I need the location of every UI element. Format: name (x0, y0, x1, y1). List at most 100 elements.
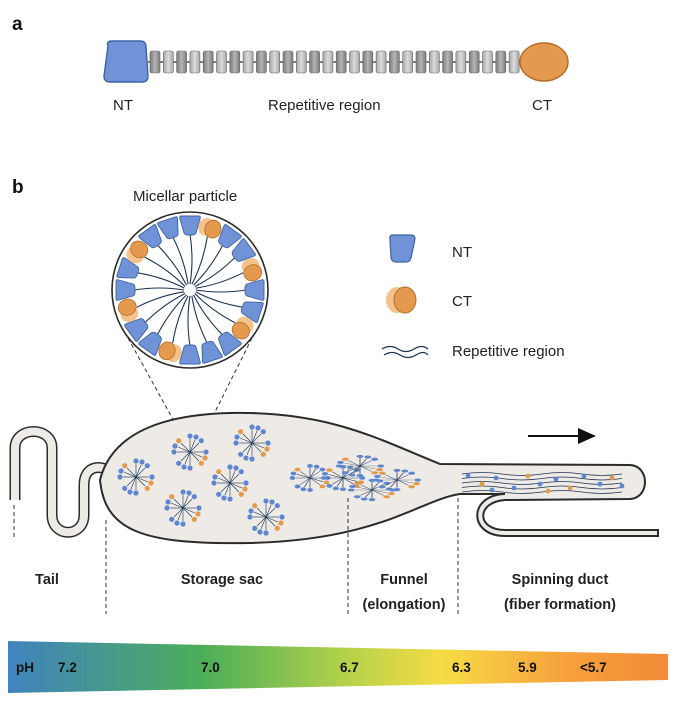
repetitive-segment (455, 50, 467, 74)
legend-ct-label: CT (452, 293, 472, 310)
chain (189, 233, 193, 285)
repetitive-segment (216, 50, 227, 74)
protein-domain-schematic (103, 40, 569, 83)
nt-head (240, 301, 264, 323)
ph-value: 7.0 (201, 660, 220, 675)
ph-label: pH (16, 660, 34, 675)
nt-label: NT (113, 97, 133, 114)
repetitive-segment (362, 50, 374, 74)
fiber-strands (461, 472, 625, 494)
region-tail-label: Tail (35, 572, 59, 588)
chain (193, 294, 224, 336)
legend-nt-icon (389, 234, 416, 263)
nt-head (201, 340, 223, 364)
repetitive-segment (402, 50, 414, 74)
chain (195, 272, 244, 289)
ph-value: 6.7 (340, 660, 359, 675)
region-funnel-sublabel: (elongation) (363, 597, 446, 613)
nt-head (116, 257, 140, 279)
ct-head (117, 298, 139, 322)
repetitive-segment (149, 50, 161, 74)
chain (172, 295, 189, 344)
chain (156, 294, 187, 336)
repetitive-segment (375, 50, 387, 74)
ph-value: 7.2 (58, 660, 77, 675)
repetitive-region-label: Repetitive region (268, 97, 381, 114)
chain (172, 236, 189, 285)
legend-repetitive-icon (381, 345, 429, 359)
chain (193, 244, 224, 286)
repetitive-segment (309, 50, 320, 74)
chain (133, 287, 185, 291)
repetitive-segment (189, 50, 201, 74)
ct-head (198, 218, 222, 239)
chain (195, 291, 244, 308)
gland-body (98, 411, 659, 545)
nt-head (231, 238, 256, 262)
legend-ct-icon (386, 286, 417, 314)
panel-a-letter: a (12, 14, 23, 35)
region-duct-label: Spinning duct (512, 572, 609, 588)
repetitive-segment (389, 50, 400, 74)
chain (194, 256, 236, 287)
ct-domain-shape (519, 42, 569, 82)
region-duct-sublabel: (fiber formation) (504, 597, 616, 613)
nt-head (218, 331, 242, 356)
repetitive-segment (482, 50, 493, 74)
repetitive-segment (415, 50, 427, 74)
nt-head (179, 215, 201, 236)
repetitive-segment (508, 50, 520, 74)
chain (195, 289, 247, 293)
legend-nt-label: NT (452, 244, 472, 261)
region-funnel-label: Funnel (380, 572, 428, 588)
panel-b-letter: b (12, 177, 24, 198)
repetitive-segment (242, 50, 254, 74)
repetitive-segment (349, 50, 360, 74)
repetitive-segment (495, 50, 507, 74)
silk-gland (9, 411, 659, 545)
nt-head (244, 279, 265, 301)
chain (187, 295, 191, 347)
flow-direction-arrow (528, 428, 596, 444)
nt-head (124, 318, 149, 342)
region-storage-label: Storage sac (181, 572, 263, 588)
ph-value: <5.7 (580, 660, 607, 675)
legend-repetitive-label: Repetitive region (452, 343, 565, 360)
ct-label: CT (532, 97, 552, 114)
repetitive-segment (428, 50, 440, 74)
chain (136, 272, 185, 289)
ph-value: 6.3 (452, 660, 471, 675)
chain (144, 256, 186, 287)
repetitive-segment (202, 50, 214, 74)
nt-head (157, 216, 179, 240)
ct-head (241, 258, 263, 282)
chain (191, 236, 208, 285)
chain (144, 293, 186, 324)
ct-head (231, 316, 254, 340)
chain (156, 244, 187, 286)
repetitive-segment (442, 50, 453, 74)
ph-gradient-bar: pH 7.2 7.0 6.7 6.3 5.9 <5.7 (8, 641, 668, 693)
repetitive-segment (269, 50, 281, 74)
legend: NT CT Repetitive region (381, 234, 565, 360)
repetitive-segment (322, 50, 334, 74)
micellar-particle-title: Micellar particle (133, 188, 237, 205)
repetitive-segments (149, 50, 520, 74)
repetitive-segment (335, 50, 347, 74)
ct-head (126, 240, 149, 264)
micellar-particle (111, 211, 269, 369)
nt-head (138, 331, 162, 356)
repetitive-segment (229, 50, 241, 74)
chain (136, 291, 185, 308)
ct-head (158, 341, 182, 362)
nt-domain-shape (103, 40, 149, 83)
chain (191, 295, 208, 344)
nt-head (218, 224, 242, 249)
repetitive-segment (282, 50, 294, 74)
repetitive-segment (176, 50, 187, 74)
chain (194, 293, 236, 324)
ph-value: 5.9 (518, 660, 537, 675)
nt-head (179, 344, 201, 365)
repetitive-segment (256, 50, 267, 74)
